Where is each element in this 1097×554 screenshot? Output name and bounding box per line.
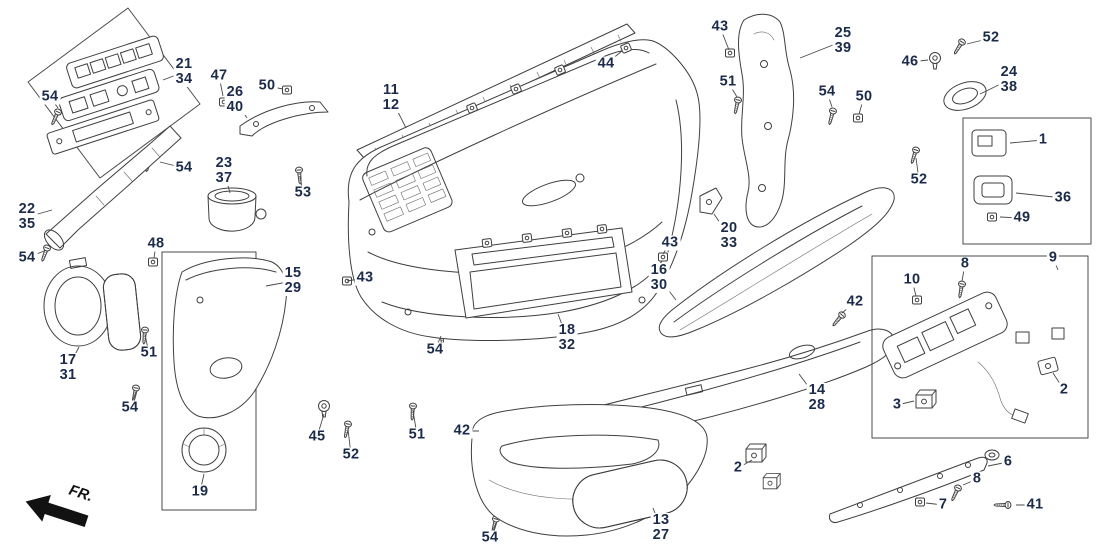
grommet-icon	[318, 400, 330, 418]
pw-switch-group-art	[962, 117, 1092, 245]
screw-icon	[907, 145, 921, 165]
screw-icon	[829, 310, 848, 329]
fr-direction-arrow: FR.	[25, 482, 95, 527]
fr-label: FR.	[67, 482, 95, 506]
clip-icon	[521, 232, 533, 244]
sail-trim-art	[658, 187, 895, 338]
latch-bracket-icon	[762, 473, 781, 490]
ashtray-cup-art	[207, 187, 267, 232]
screw-icon	[129, 383, 141, 403]
clip-icon	[596, 223, 608, 235]
clip-icon	[342, 276, 352, 286]
speaker-grille-art	[43, 257, 150, 403]
clip-icon	[912, 295, 922, 305]
latch-bracket-icon	[745, 443, 767, 463]
clip-icon	[853, 113, 863, 123]
screw-icon	[294, 166, 305, 185]
screw-icon	[993, 501, 1012, 509]
door-pocket-art	[470, 404, 781, 537]
connector-cube-icon	[915, 389, 937, 409]
clip-icon	[658, 252, 668, 262]
pocket-trim-group-art	[161, 251, 352, 511]
screw-icon	[955, 280, 967, 299]
screw-icon	[48, 107, 63, 127]
screw-icon	[341, 419, 353, 439]
clip-icon	[481, 237, 493, 249]
switch-panel-group-art	[871, 255, 1089, 439]
grommet-icon	[929, 52, 941, 70]
lower-trim-strip-art	[829, 449, 1012, 523]
clip-icon	[219, 97, 229, 107]
switch-bracket-art	[219, 85, 329, 185]
clip-icon	[725, 48, 735, 58]
panel-insert-art	[454, 223, 633, 319]
clip-icon	[561, 227, 573, 239]
clip-icon	[148, 257, 158, 267]
screw-icon	[139, 326, 150, 345]
window-switch-assembly-art	[46, 35, 164, 173]
screw-icon	[948, 483, 963, 503]
clip-icon	[987, 212, 997, 222]
screw-icon	[951, 37, 968, 57]
clip-icon	[282, 85, 292, 95]
screw-icon	[408, 402, 418, 421]
screw-icon	[825, 106, 838, 126]
screw-icon	[731, 95, 743, 115]
duct-art	[38, 125, 182, 267]
pillar-trim-art	[725, 13, 863, 228]
top-right-parts-art	[907, 37, 987, 165]
screw-icon	[38, 243, 52, 263]
clip-icon	[915, 497, 925, 507]
